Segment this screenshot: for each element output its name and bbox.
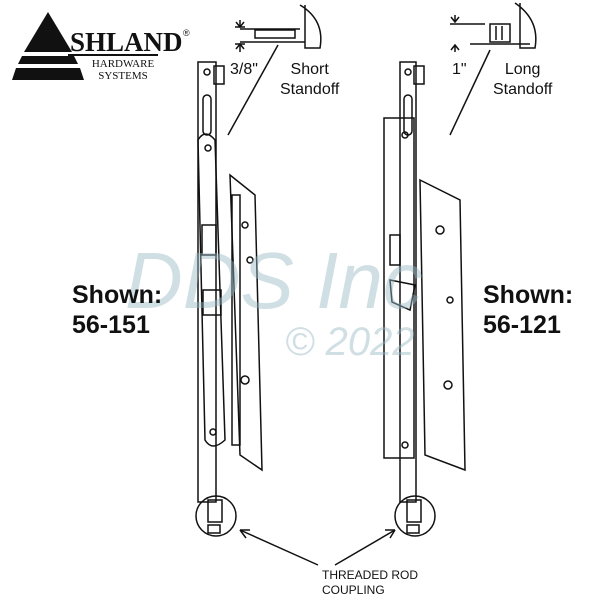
short-standoff-detail [227, 4, 322, 136]
long-label-line-2: Standoff [493, 81, 553, 98]
left-part-number: 56-151 [72, 311, 150, 339]
caption-line-2: COUPLING [322, 583, 385, 597]
long-label-line-1: Long [504, 61, 541, 78]
watermark-brand: DDS Inc [125, 236, 423, 325]
logo-subtitle: HARDWARE SYSTEMS [88, 58, 158, 82]
coupling-arrows [239, 529, 396, 566]
watermark-copyright: © 2022 [285, 320, 415, 364]
short-standoff-dimension: 3/8" [230, 61, 258, 78]
coupling-caption: THREADED ROD COUPLING [322, 568, 418, 598]
logo-initial: A [37, 22, 64, 66]
right-part-number: 56-121 [483, 311, 561, 339]
ashland-logo-mark [12, 12, 158, 80]
long-standoff-label: Long Standoff [493, 60, 552, 100]
long-standoff-detail [449, 2, 537, 136]
logo-name: SHLAND [70, 27, 183, 57]
short-label-line-1: Short [290, 61, 329, 78]
left-lock-mechanism [195, 61, 263, 537]
right-lock-mechanism [383, 61, 466, 537]
short-standoff-label: Short Standoff [280, 60, 339, 100]
short-label-line-2: Standoff [280, 81, 340, 98]
logo-registered: ® [183, 28, 190, 38]
right-shown-label: Shown: 56-121 [483, 280, 573, 340]
logo-line-2: SYSTEMS [98, 70, 148, 82]
left-shown-text: Shown: [72, 281, 163, 309]
left-shown-label: Shown: 56-151 [72, 280, 162, 340]
caption-line-1: THREADED ROD [322, 568, 419, 582]
long-standoff-dimension: 1" [452, 61, 467, 78]
right-shown-text: Shown: [483, 281, 574, 309]
logo-line-1: HARDWARE [91, 58, 155, 70]
